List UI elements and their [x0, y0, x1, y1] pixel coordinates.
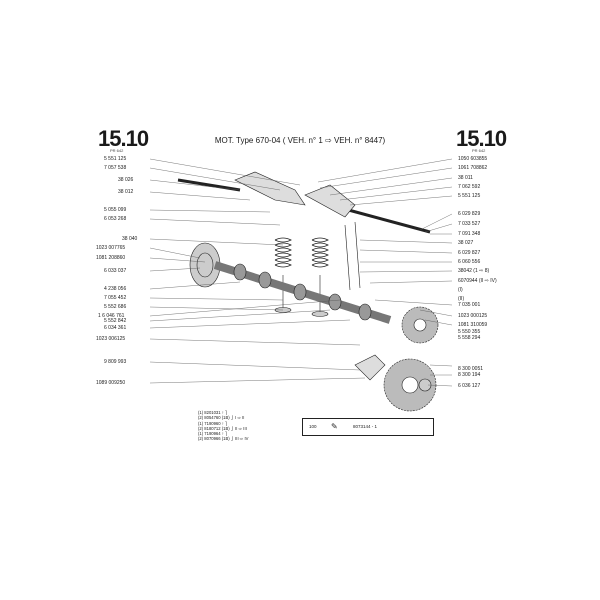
part-label-left: 1023 006125	[96, 336, 126, 342]
part-label-left: 5 055 099	[104, 207, 127, 213]
part-label-right: 5 551 125	[458, 193, 481, 199]
part-label-left: 9 809 993	[104, 359, 127, 365]
legend-row: (2) 8180712 (1B) ⎭ II ⇨ III	[198, 425, 247, 431]
part-label-right: 1061 708862	[458, 165, 488, 171]
part-label-left: 5 552 842	[104, 318, 127, 324]
part-label-right: 6 060 556	[458, 259, 481, 265]
part-label-right: 38 027	[458, 240, 474, 246]
part-label-right: 1081 310059	[458, 322, 488, 328]
part-label-right: 38 011	[458, 175, 473, 181]
legend-row: (2) 8054760 (1B) ⎭ I ⇨ II	[198, 415, 245, 421]
reference-code: 8073144 - 1	[353, 424, 378, 429]
part-label-right: 38042 (1 ⇨ 8)	[458, 268, 490, 274]
part-label-left: 5 551 125	[104, 156, 127, 162]
reference-number: 100	[309, 424, 317, 429]
part-label-right: 1023 000125	[458, 313, 488, 319]
part-label-right: (II)	[458, 296, 465, 302]
part-label-left: 38 012	[118, 189, 134, 195]
part-label-left: 1023 007765	[96, 245, 126, 251]
wrench-icon: ✎	[331, 422, 338, 431]
part-label-right: 7 035 001	[458, 302, 481, 308]
part-label-left: 7 055 452	[104, 295, 127, 301]
part-label-left: 1 6 046 761	[98, 313, 125, 319]
part-label-right: 8 300 0051	[458, 366, 484, 372]
part-label-right: 6 036 127	[458, 383, 481, 389]
legend-row: (2) 8070966 (1B) ⎭ III ⇨ IV	[198, 436, 249, 442]
page-number-left: 15.10	[98, 126, 149, 151]
variant-legend: (1) 8201031 ↑ ⎫ (2) 8054760 (1B) ⎭ I ⇨ I…	[198, 410, 248, 442]
page-title: MOT. Type 670-04 ( VEH. n° 1 ⇨ VEH. n° 8…	[214, 136, 386, 145]
part-label-left: 7 057 538	[104, 165, 127, 171]
part-label-left: 1089 009250	[96, 380, 126, 386]
legend-row: (1) 8201031 ↑ ⎫	[198, 410, 229, 415]
part-label-left: 5 552 686	[104, 304, 127, 310]
part-label-left: 38 040	[122, 236, 138, 242]
part-label-right: 7 091 348	[458, 231, 481, 237]
page-sub-right: PR 642	[472, 148, 486, 153]
page-sub-left: PR 642	[110, 148, 124, 153]
part-label-right: (I)	[458, 287, 463, 293]
part-label-right: 1050 603855	[458, 156, 488, 162]
part-label-right: 5 550 355	[458, 329, 481, 335]
part-label-left: 38 026	[118, 177, 134, 183]
reference-box: 100 ✎ 8073144 - 1	[302, 418, 434, 436]
part-label-left: 1081 208860	[96, 255, 126, 261]
part-label-right: 6 029 827	[458, 250, 481, 256]
legend-row: (1) 7190964 ↑ ⎫	[198, 431, 229, 437]
page-number-right: 15.10	[456, 126, 507, 151]
part-label-right: 5 558 294	[458, 335, 481, 341]
part-label-right: 7 033 527	[458, 221, 481, 227]
part-label-left: 6 034 361	[104, 325, 127, 331]
part-label-right: 7 062 592	[458, 184, 481, 190]
legend-row: (1) 7190960 ↑ ⎫	[198, 420, 229, 426]
part-label-left: 6 033 037	[104, 268, 127, 274]
part-label-right: 8 300 194	[458, 372, 481, 378]
part-label-left: 4 238 056	[104, 286, 127, 292]
part-label-left: 6 053 268	[104, 216, 127, 222]
part-label-right: 6070944 (II ⇨ IV)	[458, 278, 497, 284]
part-label-right: 6 029 829	[458, 211, 481, 217]
